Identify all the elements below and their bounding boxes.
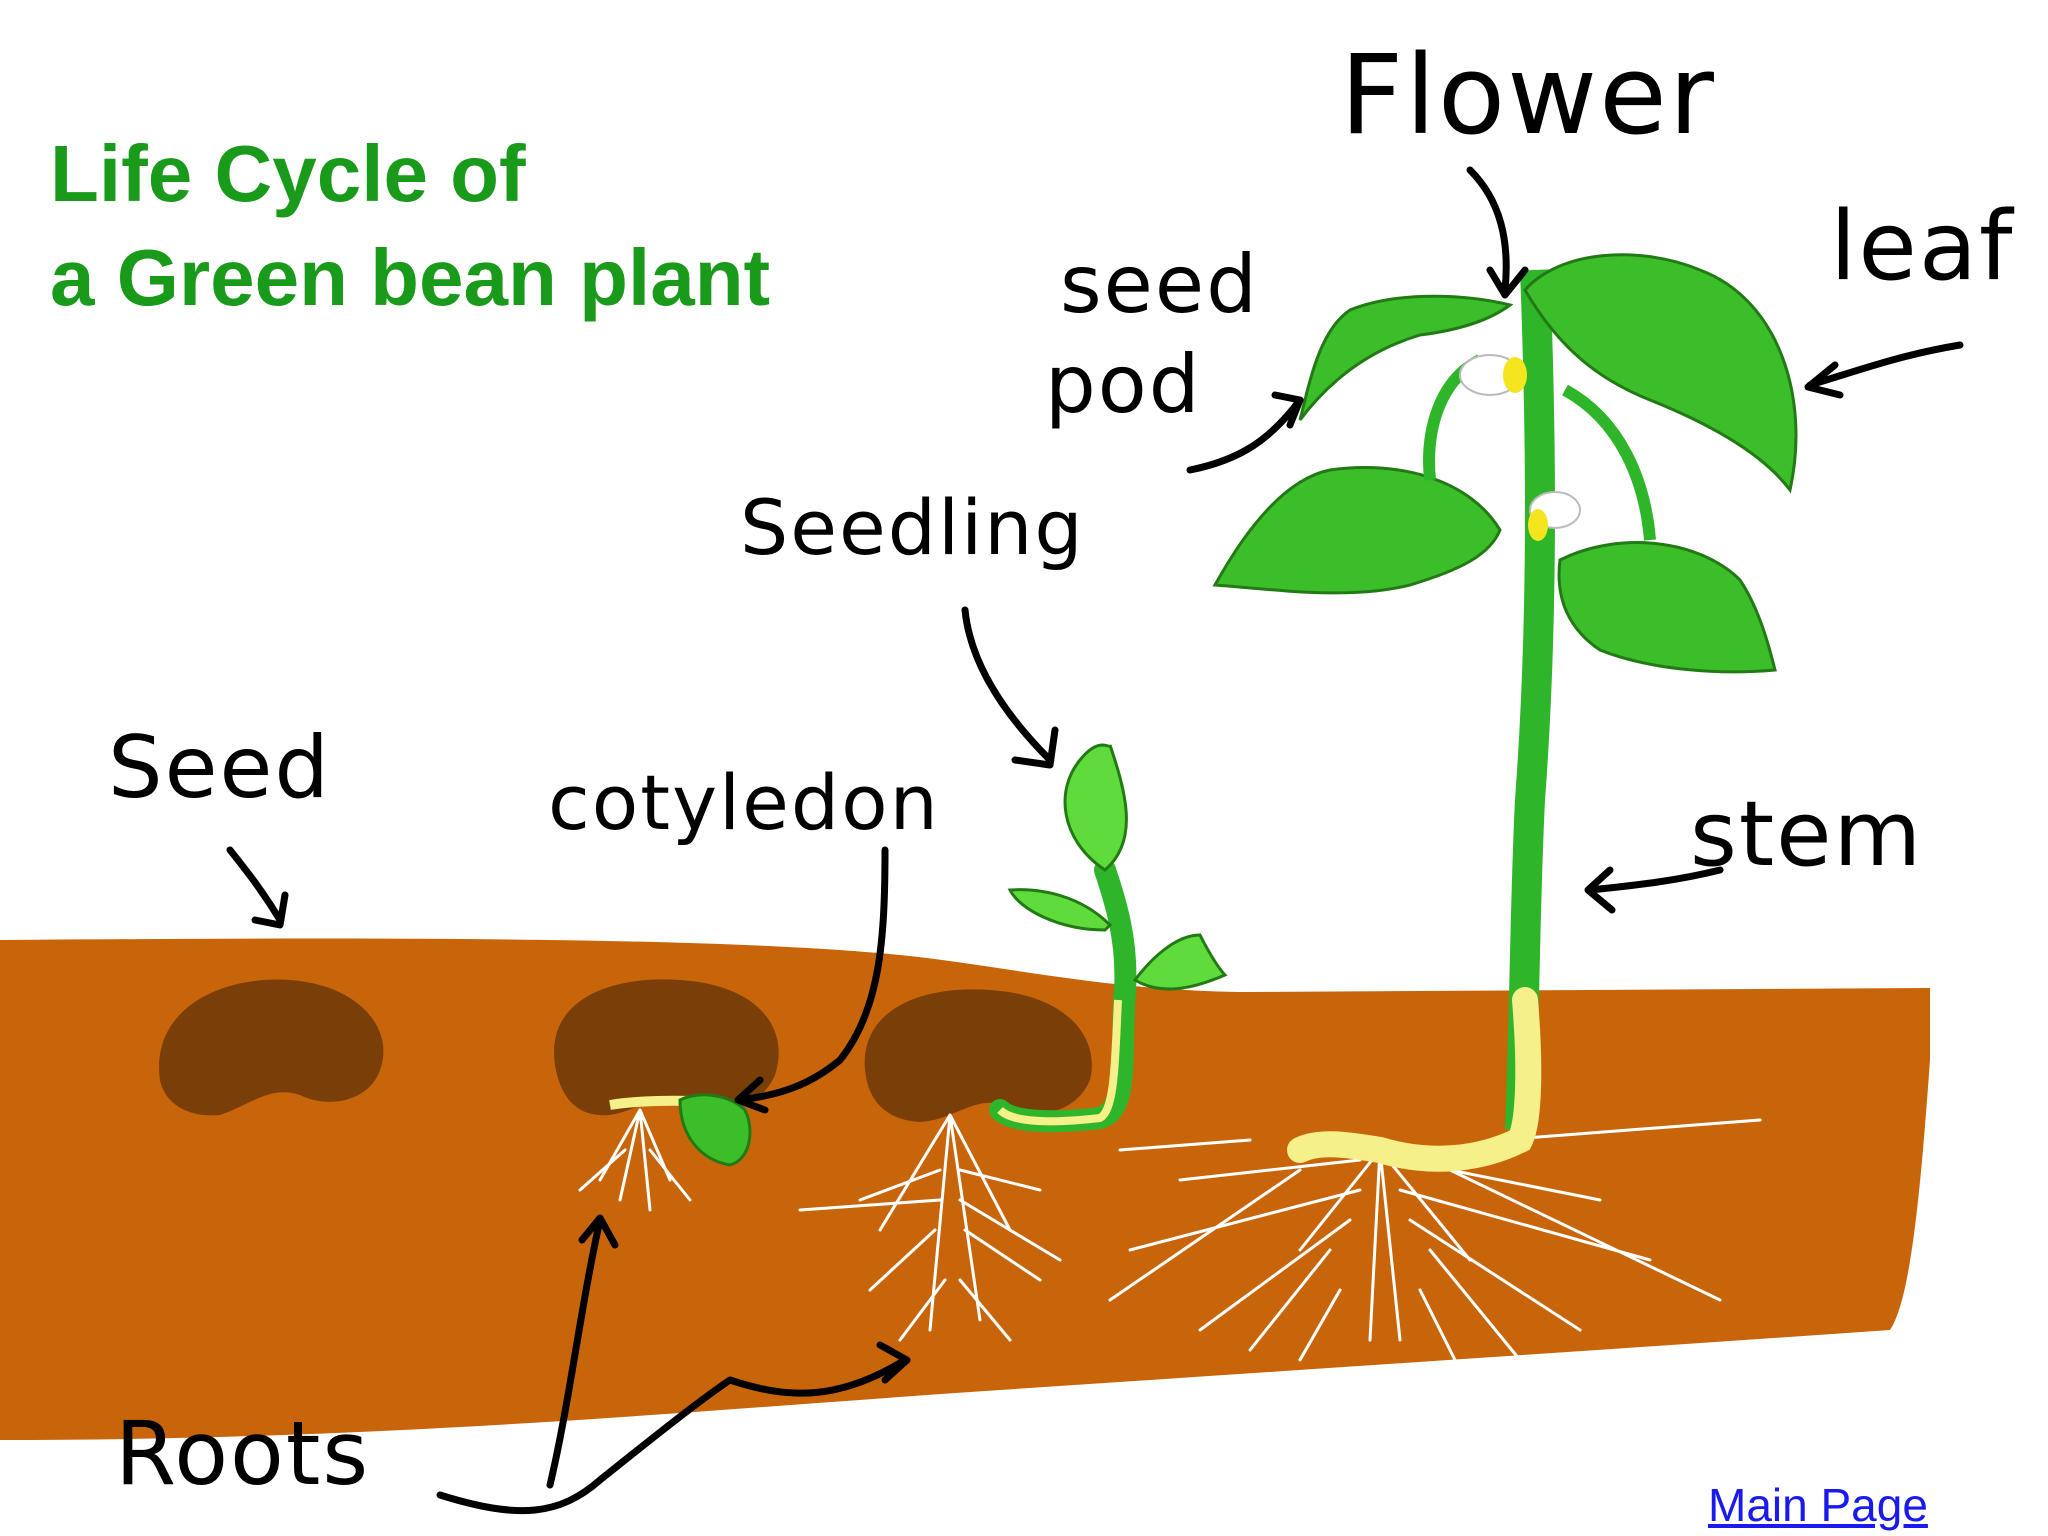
plant-leaf-middle-right bbox=[1557, 541, 1777, 674]
arrow-seed-pod bbox=[1186, 391, 1304, 474]
flower-2 bbox=[1528, 491, 1581, 541]
plant-leaf-top-right bbox=[1523, 253, 1798, 494]
title-line-1: Life Cycle of bbox=[50, 129, 526, 218]
label-seedling: Seedling bbox=[740, 483, 1085, 572]
soil bbox=[0, 938, 1930, 1440]
arrow-seedling bbox=[961, 606, 1059, 769]
flower-1 bbox=[1459, 354, 1527, 396]
label-flower: Flower bbox=[1340, 31, 1716, 159]
title-line-2: a Green bean plant bbox=[50, 233, 771, 322]
arrow-roots-1 bbox=[546, 1214, 619, 1489]
main-page-link[interactable]: Main Page bbox=[1708, 1479, 1928, 1531]
seedling-right-leaf bbox=[1132, 933, 1228, 991]
arrow-roots-2 bbox=[436, 1341, 911, 1515]
arrow-stem bbox=[1584, 866, 1724, 914]
roots bbox=[578, 1108, 1762, 1372]
label-stem: stem bbox=[1690, 782, 1924, 887]
arrow-flower bbox=[1466, 166, 1529, 299]
seed-2 bbox=[553, 979, 779, 1116]
cotyledon-sprout bbox=[609, 1093, 752, 1167]
label-seed-pod-2: pod bbox=[1045, 338, 1202, 431]
arrow-leaf bbox=[1804, 341, 1964, 399]
seedling-left-leaf bbox=[1007, 888, 1113, 932]
plant-leaf-top-left bbox=[1298, 294, 1514, 421]
label-leaf: leaf bbox=[1830, 192, 2015, 302]
label-roots: Roots bbox=[115, 1402, 371, 1505]
label-seed-pod-1: seed bbox=[1060, 238, 1259, 331]
label-cotyledon: cotyledon bbox=[548, 758, 940, 847]
annotation-arrows bbox=[226, 166, 1964, 1515]
seed-1 bbox=[159, 979, 384, 1116]
arrow-seed bbox=[226, 846, 289, 929]
seed-3 bbox=[864, 989, 1092, 1122]
arrow-cotyledon bbox=[734, 846, 889, 1114]
label-seed: Seed bbox=[108, 718, 331, 818]
page-title: Life Cycle of a Green bean plant bbox=[50, 122, 770, 330]
mature-plant bbox=[1212, 253, 1798, 1172]
seed-shapes bbox=[159, 979, 1092, 1122]
seedling-top-leaf bbox=[1063, 743, 1128, 872]
seedling bbox=[989, 743, 1228, 1133]
plant-leaf-middle-left bbox=[1212, 466, 1502, 595]
